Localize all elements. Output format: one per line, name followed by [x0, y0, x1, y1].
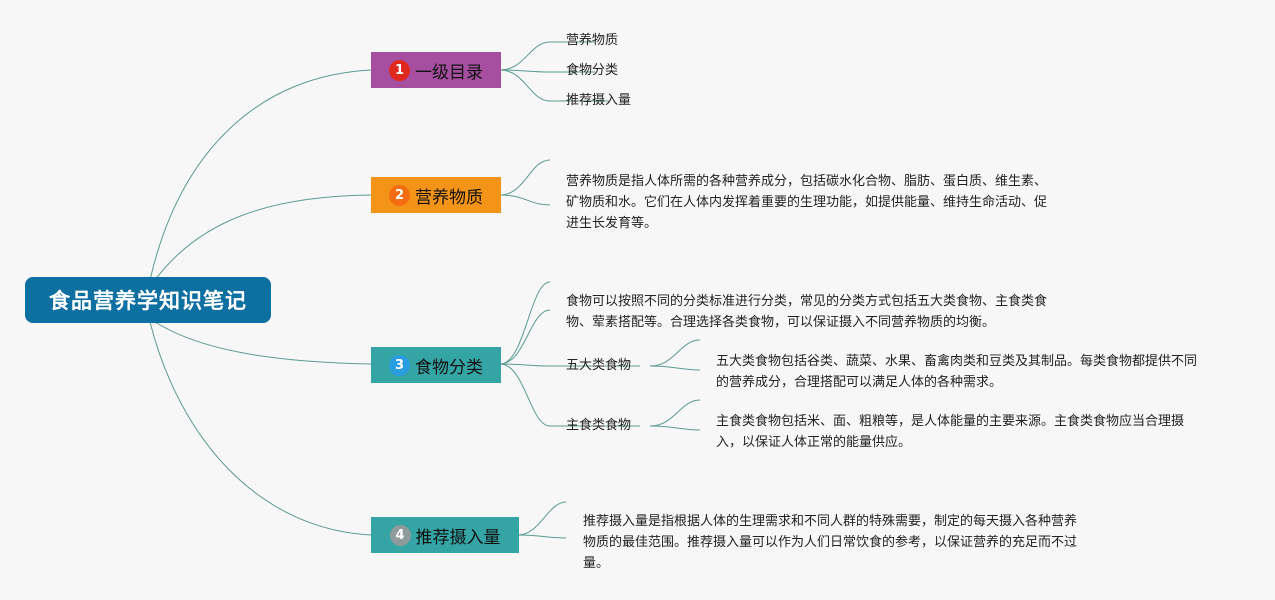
- link-b3-desc-b: [499, 309, 551, 365]
- branch-nutrients[interactable]: 2 营养物质: [371, 177, 501, 213]
- number-1-icon: 1: [389, 59, 410, 81]
- link-b3-sub2: [499, 363, 640, 427]
- link-b2-desc-b: [499, 194, 551, 206]
- link-root-branch2: [154, 194, 373, 281]
- branch-label: 推荐摄入量: [415, 527, 501, 548]
- branch-recommended-intake[interactable]: 4 推荐摄入量: [371, 517, 519, 553]
- number-3-icon: 3: [389, 354, 410, 376]
- five-food-groups-description: 五大类食物包括谷类、蔬菜、水果、畜禽肉类和豆类及其制品。每类食物都提供不同的营养…: [716, 354, 1198, 390]
- link-b4-desc-b: [517, 534, 567, 539]
- branch-toc[interactable]: 1 一级目录: [371, 52, 501, 88]
- link-sub1-desc-b: [649, 365, 701, 371]
- link-sub1-desc: [649, 339, 701, 367]
- leaf-nutrients[interactable]: 营养物质: [566, 33, 619, 48]
- link-root-branch1: [149, 69, 373, 281]
- branch-food-classification[interactable]: 3 食物分类: [371, 347, 501, 383]
- link-b2-desc: [499, 159, 551, 196]
- link-b3-sub1: [499, 363, 640, 367]
- subtopic-five-food-groups[interactable]: 五大类食物: [566, 358, 632, 373]
- nutrients-description: 营养物质是指人体所需的各种营养成分，包括碳水化合物、脂肪、蛋白质、维生素、矿物质…: [566, 174, 1048, 231]
- link-b3-desc: [499, 281, 551, 365]
- branch-label: 食物分类: [415, 357, 483, 378]
- subtopic-staple-foods[interactable]: 主食类食物: [566, 418, 632, 433]
- leaf-food-classification[interactable]: 食物分类: [566, 63, 619, 78]
- branch-label: 一级目录: [415, 62, 483, 83]
- link-root-branch4: [149, 321, 373, 536]
- link-b4-desc: [517, 501, 567, 536]
- link-b1-leaf1: [499, 41, 595, 71]
- link-sub2-desc-b: [649, 425, 701, 431]
- branch-label: 营养物质: [415, 187, 483, 208]
- link-b1-leaf3: [499, 69, 610, 102]
- number-2-icon: 2: [389, 184, 410, 206]
- root-topic[interactable]: 食品营养学知识笔记: [25, 277, 271, 323]
- leaf-recommended-intake[interactable]: 推荐摄入量: [566, 93, 632, 108]
- recommended-intake-description: 推荐摄入量是指根据人体的生理需求和不同人群的特殊需要，制定的每天摄入各种营养物质…: [583, 514, 1078, 571]
- root-title: 食品营养学知识笔记: [49, 289, 247, 313]
- link-root-branch3: [154, 321, 373, 365]
- food-classification-description: 食物可以按照不同的分类标准进行分类，常见的分类方式包括五大类食物、主食类食物、荤…: [566, 294, 1048, 330]
- staple-foods-description: 主食类食物包括米、面、粗粮等，是人体能量的主要来源。主食类食物应当合理摄入，以保…: [716, 414, 1185, 450]
- number-4-icon: 4: [389, 524, 411, 546]
- link-b1-leaf2: [499, 69, 595, 73]
- link-sub2-desc: [649, 399, 701, 427]
